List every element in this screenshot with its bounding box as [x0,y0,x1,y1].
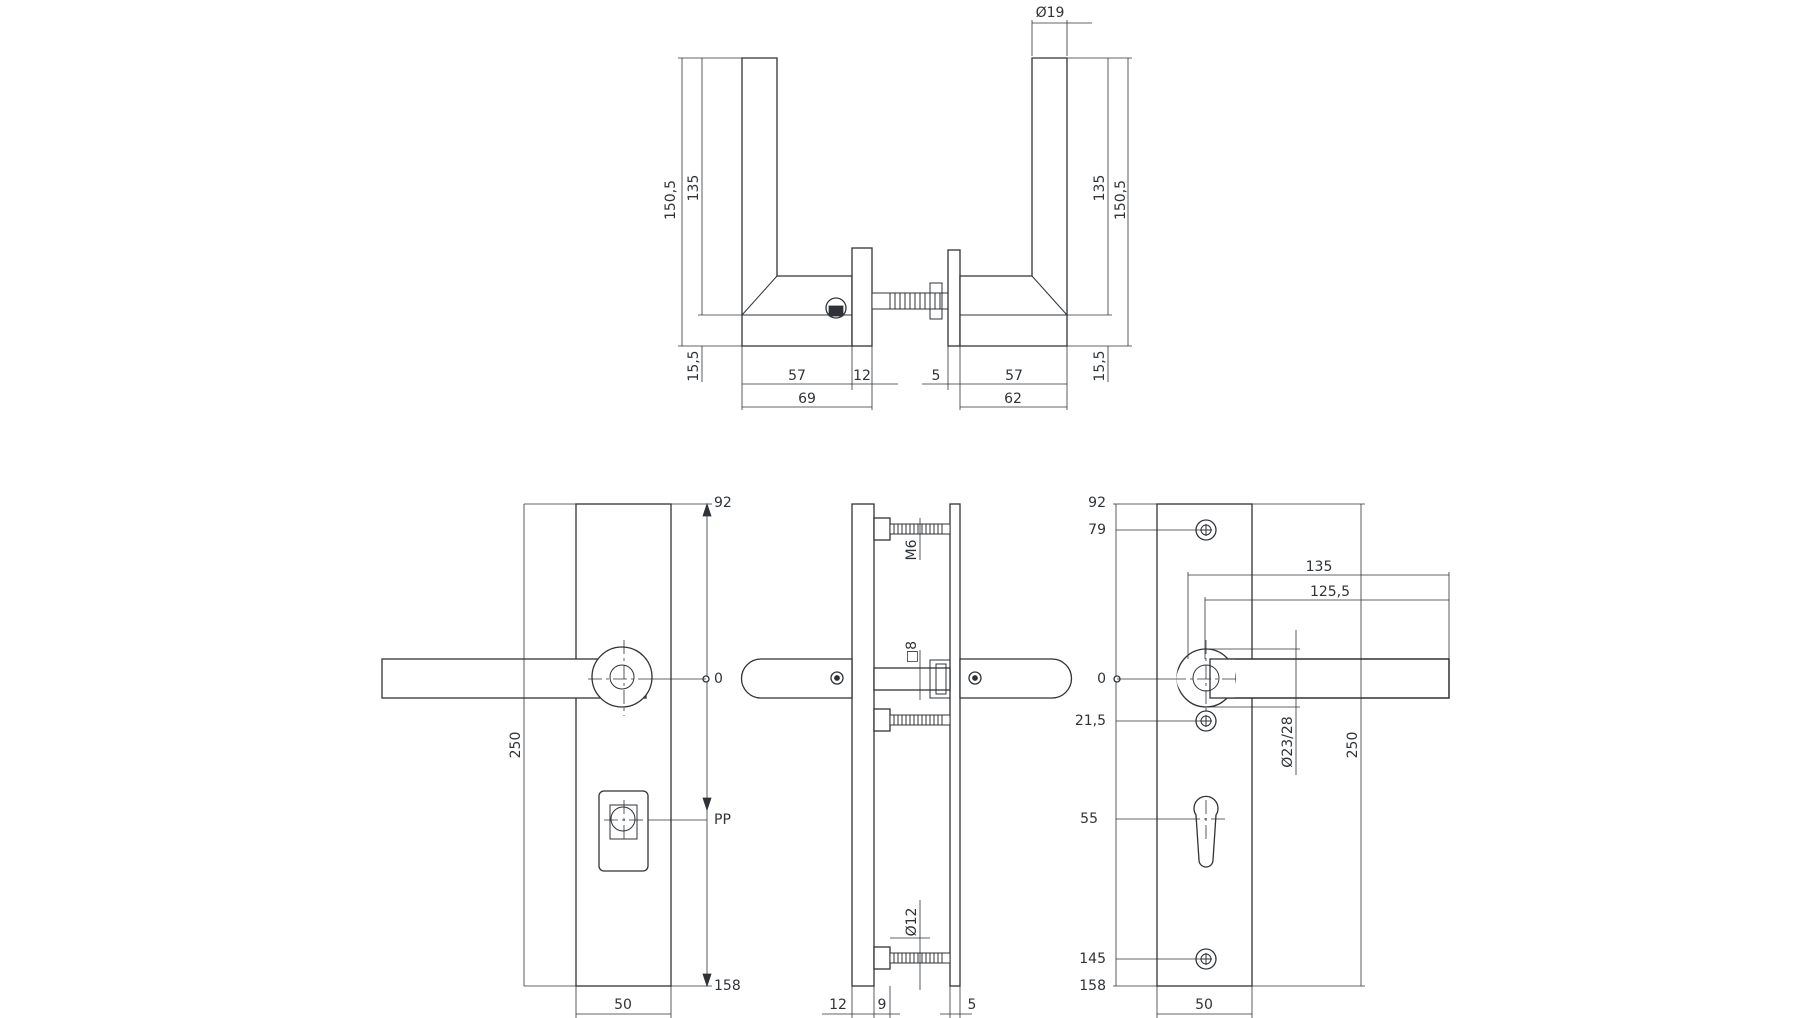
plate-inner [949,503,961,987]
spindle [871,292,951,310]
label-145-back: 145 [1079,951,1106,967]
dim-250-front: 250 [508,732,524,759]
label-158-back: 158 [1079,978,1106,994]
dim-dia-23-28: Ø23/28 [1280,716,1296,767]
bolt-bottom [873,946,951,970]
back-view: 92 79 0 21,5 55 145 158 250 135 125,5 Ø2… [1075,495,1450,1018]
label-92-back: 92 [1088,495,1106,511]
dim-69: 69 [798,391,816,407]
front-view: 250 92 0 PP 158 50 [381,495,741,1018]
label-92-front: 92 [714,495,732,511]
label-sq8: □8 [904,641,920,663]
dim-135-right: 135 [1092,175,1108,202]
label-pp: PP [714,812,731,828]
dim-5-section: 5 [968,997,977,1013]
spindle-thread [889,293,941,309]
label-dia12: Ø12 [904,908,920,937]
label-158-front: 158 [714,978,741,994]
dim-135-left: 135 [686,175,702,202]
left-rose [851,247,873,347]
bolt-middle [873,708,951,732]
label-55-back: 55 [1080,811,1098,827]
dim-15-5-left: 15,5 [686,350,702,381]
dim-15-5-right: 15,5 [1092,350,1108,381]
section-view: M6 □8 Ø12 12 9 5 [740,503,1073,1018]
dim-135-back: 135 [1306,559,1333,575]
dim-57-left: 57 [788,368,806,384]
dim-12-section: 12 [829,997,847,1013]
lever-section-right [959,658,1073,699]
dim-50-front: 50 [614,997,632,1013]
right-lever-profile [959,57,1068,347]
dim-12-top: 12 [853,368,871,384]
label-21-5-back: 21,5 [1075,713,1106,729]
spindle-section [873,667,951,691]
rose-front [591,646,653,708]
label-m6: M6 [904,539,920,560]
backplate-front [575,503,672,987]
dim-150-5-left: 150,5 [663,180,679,220]
dim-62: 62 [1004,391,1022,407]
dim-50-back: 50 [1195,997,1213,1013]
bolt-top [873,517,951,541]
lever-section-left [740,658,853,699]
dim-5-top: 5 [932,368,941,384]
backplate-back [1156,503,1253,987]
label-0-front: 0 [714,671,723,687]
dim-250-back: 250 [1345,732,1361,759]
right-rose [947,249,961,347]
dim-dia-19: Ø19 [1036,5,1065,21]
plate-outer [851,503,875,987]
dim-125-5-back: 125,5 [1310,584,1350,600]
label-0-back: 0 [1097,671,1106,687]
dim-57-right: 57 [1005,368,1023,384]
side-view: 150,5 135 15,5 135 150,5 15,5 Ø19 57 12 … [663,5,1132,410]
dim-9-section: 9 [878,997,887,1013]
label-79-back: 79 [1088,522,1106,538]
dim-150-5-right: 150,5 [1113,180,1129,220]
